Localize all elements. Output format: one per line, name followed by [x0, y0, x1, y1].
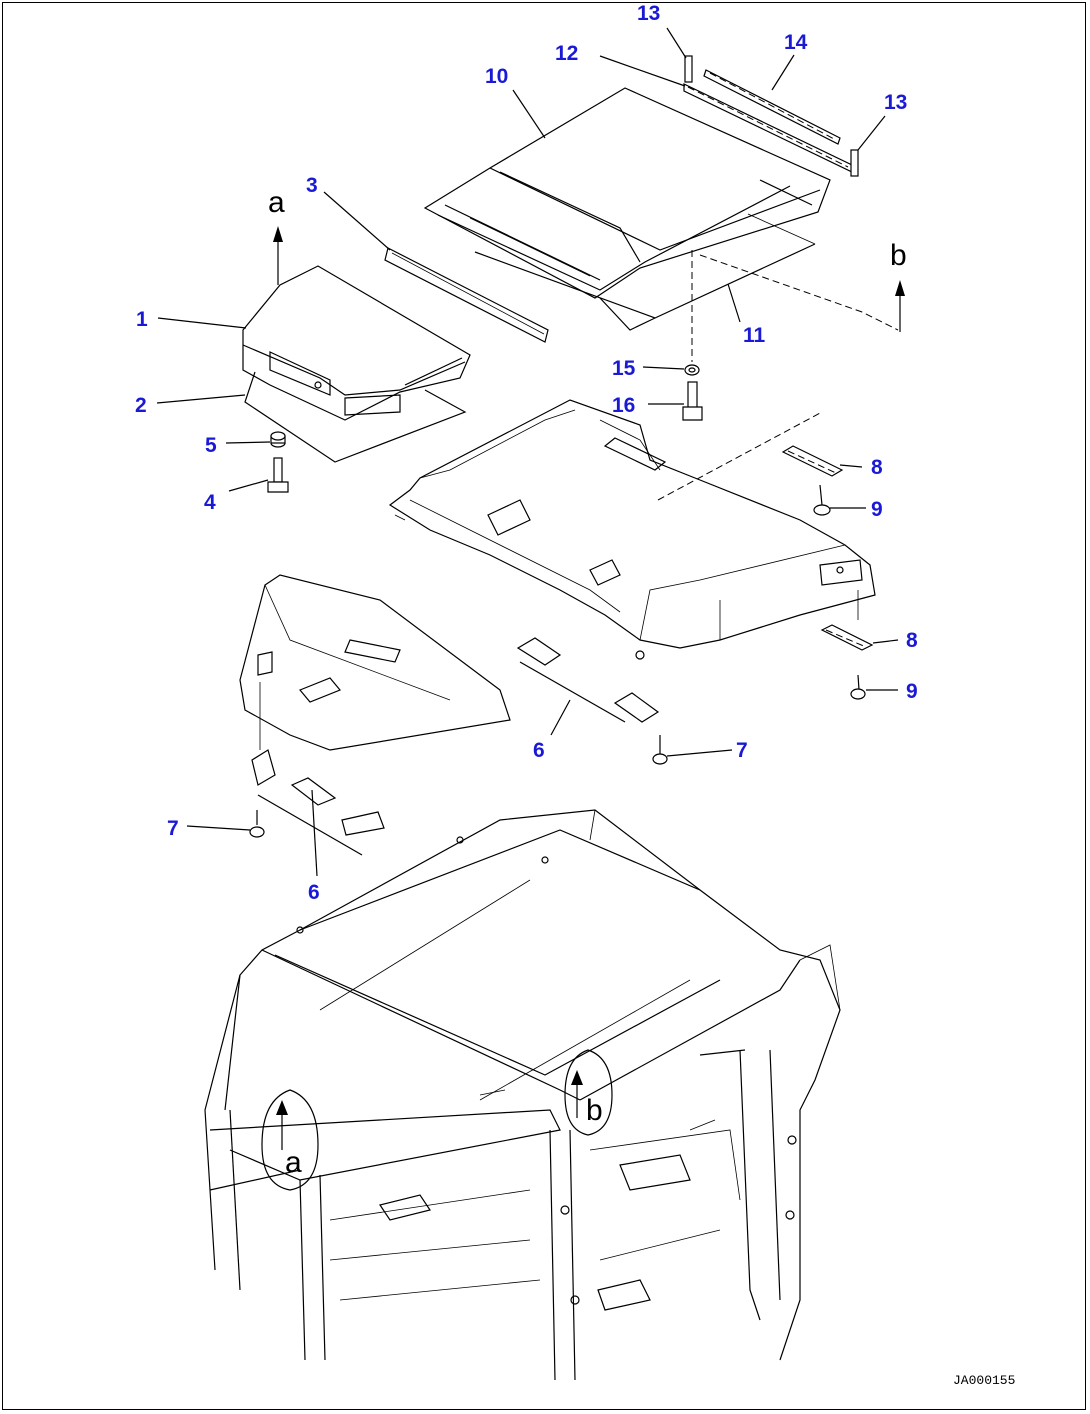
view-letter-b-top: b [890, 239, 907, 272]
view-letter-b-bubble: b [586, 1094, 603, 1127]
view-letters: a b a b [268, 186, 907, 1179]
callout-1: 1 [136, 308, 148, 331]
callout-11: 11 [743, 324, 766, 347]
end-plate-part-13a [684, 55, 693, 83]
view-bubble-a [261, 1089, 319, 1191]
clip-part-6-lower [251, 749, 385, 856]
cab-frame-structure [204, 809, 841, 1381]
callout-9-upper: 9 [871, 498, 883, 521]
pad-part-8-upper [781, 445, 844, 477]
seal-strip-part-14 [703, 69, 841, 145]
nut-part-15 [684, 364, 700, 376]
screw-part-7-left [249, 810, 265, 838]
roof-panel-part [423, 87, 831, 299]
reference-line-b [699, 254, 899, 331]
nut-part-5 [270, 431, 286, 448]
callout-14: 14 [784, 31, 808, 54]
figure-id: JA000155 [953, 1373, 1015, 1388]
bolt-part-16 [682, 381, 703, 421]
screw-part-7-right [652, 735, 668, 765]
view-letter-a-bubble: a [285, 1146, 302, 1179]
roof-liner-part [474, 213, 816, 331]
callout-13-right: 13 [884, 91, 907, 114]
view-arrow-a [273, 226, 283, 285]
front-panel-part-1 [242, 265, 471, 421]
callout-3: 3 [306, 174, 318, 197]
clip-part-6-upper [516, 637, 660, 723]
callout-12: 12 [555, 42, 578, 65]
front-liner-part-2 [244, 371, 467, 463]
side-panel-structure [239, 574, 511, 751]
callout-7-left: 7 [167, 817, 179, 840]
view-letter-a-top: a [268, 186, 285, 219]
callout-5: 5 [205, 434, 217, 457]
callout-2: 2 [135, 394, 147, 417]
callout-labels: 13 14 12 10 13 3 1 11 15 16 2 5 4 8 9 8 … [135, 2, 918, 904]
view-bubble-b [564, 1049, 613, 1136]
callout-16: 16 [612, 394, 635, 417]
screw-part-9-lower [850, 674, 866, 700]
callout-10: 10 [485, 65, 508, 88]
pad-part-8-lower [820, 624, 874, 651]
view-arrow-b [895, 280, 905, 332]
callout-8-lower: 8 [906, 629, 918, 652]
callout-13-top: 13 [637, 2, 660, 25]
callout-6-lower: 6 [308, 881, 320, 904]
roof-frame-structure [388, 399, 876, 660]
bolt-part-4 [267, 457, 289, 493]
callout-6-upper: 6 [533, 739, 545, 762]
callout-8-upper: 8 [871, 456, 883, 479]
callout-9-lower: 9 [906, 680, 918, 703]
reference-line-8 [657, 411, 823, 501]
screw-part-9-upper [813, 484, 831, 516]
trim-strip-part-3 [384, 247, 549, 343]
callout-4: 4 [204, 491, 216, 514]
callout-7-right: 7 [736, 739, 748, 762]
callout-15: 15 [612, 357, 636, 380]
end-plate-part-13b [850, 149, 859, 177]
leader-lines [156, 27, 899, 877]
